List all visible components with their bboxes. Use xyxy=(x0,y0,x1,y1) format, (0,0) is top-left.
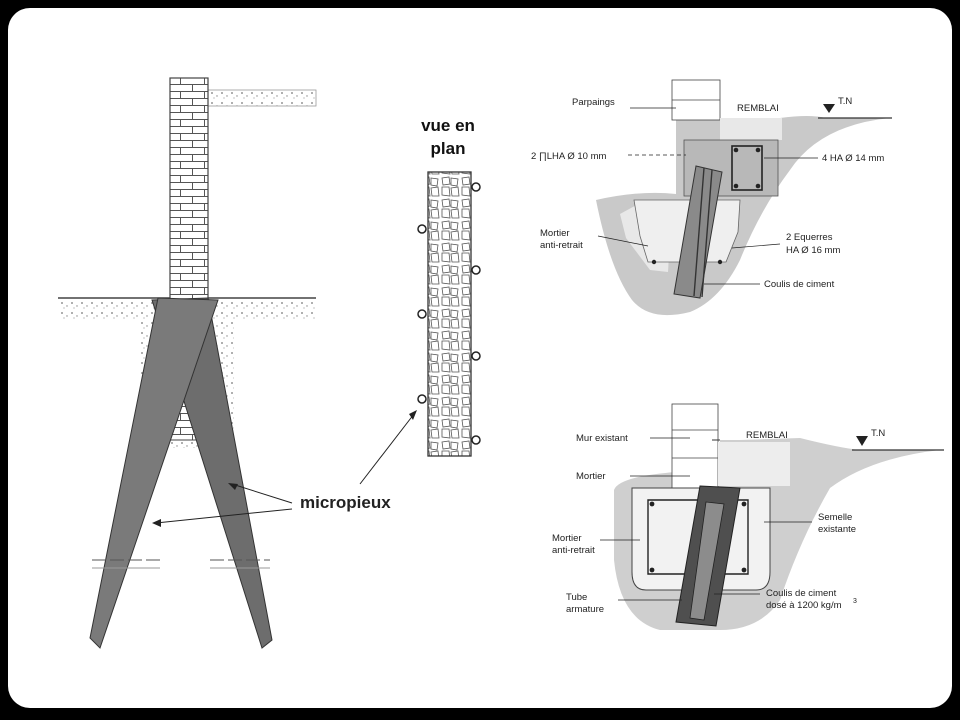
label-mortier-ar-1: Mortier xyxy=(552,533,582,544)
left-elevation: micropieux xyxy=(58,77,391,649)
plan-view: vue en plan xyxy=(359,116,481,485)
label-tn-bottom: T.N xyxy=(871,428,885,439)
detail-top: Parpaings REMBLAI T.N 2 ∏LHA Ø 10 mm 4 H… xyxy=(531,79,892,316)
plan-micropile-marks xyxy=(417,182,481,445)
label-coulis-top: Coulis de ciment xyxy=(764,279,835,290)
plan-view-title-line2: plan xyxy=(431,139,466,158)
label-tube-2: armature xyxy=(566,604,604,615)
label-equerres-2: HA Ø 16 mm xyxy=(786,245,840,256)
label-equerres-1: 2 Equerres xyxy=(786,232,833,243)
label-semelle-2: existante xyxy=(818,524,856,535)
label-mortier-top-1: Mortier xyxy=(540,228,570,239)
plan-wall-strip xyxy=(427,171,472,457)
label-mortier-bottom: Mortier xyxy=(576,471,606,482)
rebar-cage xyxy=(731,145,763,191)
label-semelle-1: Semelle xyxy=(818,512,852,523)
label-remblai-top: REMBLAI xyxy=(737,103,779,114)
label-mur-existant: Mur existant xyxy=(576,433,628,444)
detail-bottom: Mur existant REMBLAI T.N Mortier Semelle… xyxy=(552,403,944,630)
brick-wall xyxy=(169,77,209,301)
plan-view-title-line1: vue en xyxy=(421,116,475,135)
label-4ha14: 4 HA Ø 14 mm xyxy=(822,153,884,164)
label-mortier-top-2: anti-retrait xyxy=(540,240,583,251)
label-tn-top: T.N xyxy=(838,96,852,107)
label-mortier-ar-2: anti-retrait xyxy=(552,545,595,556)
label-stirrups: 2 ∏LHA Ø 10 mm xyxy=(531,151,606,162)
label-coulis-bottom-2: dosé à 1200 kg/m xyxy=(766,600,842,611)
label-remblai-bottom: REMBLAI xyxy=(746,430,788,441)
label-tube-1: Tube xyxy=(566,592,587,603)
label-parpaings: Parpaings xyxy=(572,97,615,108)
label-coulis-bottom-1: Coulis de ciment xyxy=(766,588,837,599)
label-coulis-superscript: 3 xyxy=(853,598,857,605)
micropiles-label: micropieux xyxy=(300,493,391,512)
